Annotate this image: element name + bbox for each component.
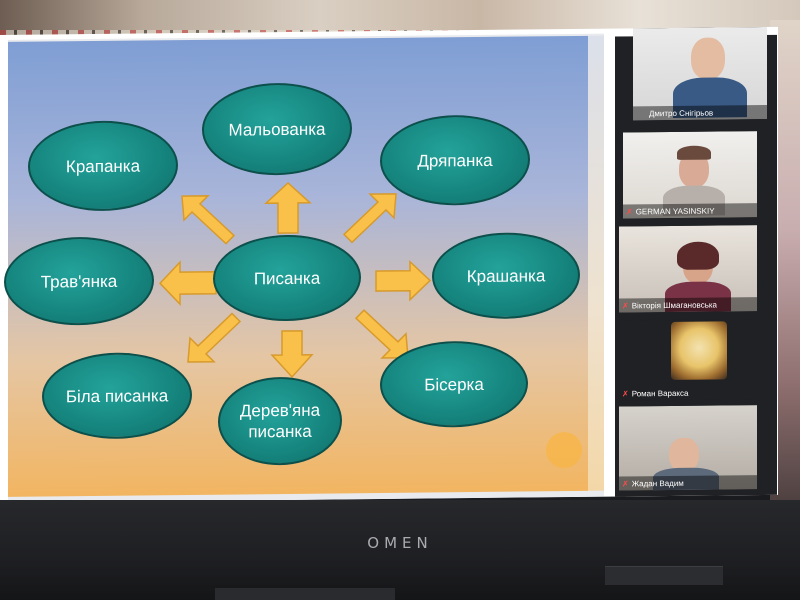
laptop-screen: Писанка Мальованка Крапанка Дряпанка Тра… bbox=[0, 26, 778, 503]
participant-name: Роман Варакса bbox=[631, 388, 689, 398]
node-bila-pysanka: Біла писанка bbox=[42, 351, 192, 440]
mic-off-icon: ✗ bbox=[622, 300, 629, 310]
participant-name: Вікторія Шмагановська bbox=[631, 299, 718, 310]
center-node-pysanka: Писанка bbox=[213, 234, 361, 322]
laptop-brand-logo: OMEN bbox=[367, 534, 433, 552]
arrow-up-left-icon bbox=[181, 195, 236, 245]
node-biserka: Бісерка bbox=[380, 340, 528, 429]
arrow-left-icon bbox=[158, 260, 217, 306]
node-dryapanka: Дряпанка bbox=[380, 114, 530, 207]
arrow-down-left-icon bbox=[187, 312, 242, 363]
participant-name: Дмитро Снігірьов bbox=[649, 108, 714, 118]
participant-video bbox=[677, 145, 711, 160]
laptop-hinge-left bbox=[215, 588, 395, 600]
participant-tile[interactable]: Дмитро Снігірьов bbox=[633, 26, 767, 121]
node-krapanka: Крапанка bbox=[28, 120, 178, 212]
participant-video bbox=[677, 241, 719, 270]
node-krashanka: Крашанка bbox=[432, 231, 580, 320]
presentation-area: Писанка Мальованка Крапанка Дряпанка Тра… bbox=[4, 33, 604, 503]
arrow-up-right-icon bbox=[342, 193, 397, 244]
participant-name: Жадан Вадим bbox=[631, 478, 684, 488]
slide: Писанка Мальованка Крапанка Дряпанка Тра… bbox=[4, 35, 588, 497]
participant-avatar bbox=[671, 321, 727, 380]
arrow-up-icon bbox=[264, 181, 312, 234]
participant-name-label: ✗ Вікторія Шмагановська bbox=[619, 297, 757, 313]
participant-name-label: ✗ Роман Варакса bbox=[619, 385, 757, 400]
participant-tile[interactable]: ✗ Роман Варакса bbox=[619, 319, 757, 401]
mic-off-icon: ✗ bbox=[622, 388, 629, 398]
node-travyanka: Трав'янка bbox=[4, 236, 154, 326]
participant-tile[interactable]: ✗ Жадан Вадим bbox=[619, 405, 757, 491]
participant-name-label: Дмитро Снігірьов bbox=[633, 104, 767, 121]
participants-panel: Дмитро Снігірьов ✗ GERMAN YASINSKIY ✗ Ві… bbox=[615, 26, 777, 497]
mic-off-icon: ✗ bbox=[626, 206, 633, 216]
participant-video bbox=[691, 37, 725, 80]
participant-tile[interactable]: ✗ Вікторія Шмагановська bbox=[619, 225, 757, 313]
participant-name-label: ✗ GERMAN YASINSKIY bbox=[623, 203, 757, 219]
slide-side-strip bbox=[588, 35, 604, 491]
participant-name: GERMAN YASINSKIY bbox=[635, 206, 715, 216]
arrow-right-icon bbox=[375, 259, 432, 302]
node-derevyana-pysanka: Дерев'яна писанка bbox=[218, 376, 342, 466]
participant-name-label: ✗ Жадан Вадим bbox=[619, 475, 757, 491]
arrow-down-icon bbox=[270, 330, 314, 379]
mic-off-icon: ✗ bbox=[622, 478, 629, 488]
node-malovanka: Мальованка bbox=[202, 82, 352, 176]
arrow-down-right-icon bbox=[354, 309, 409, 359]
participant-tile[interactable]: ✗ GERMAN YASINSKIY bbox=[623, 131, 757, 219]
laptop-hinge bbox=[605, 566, 723, 585]
slide-decoration-dot bbox=[546, 431, 582, 469]
